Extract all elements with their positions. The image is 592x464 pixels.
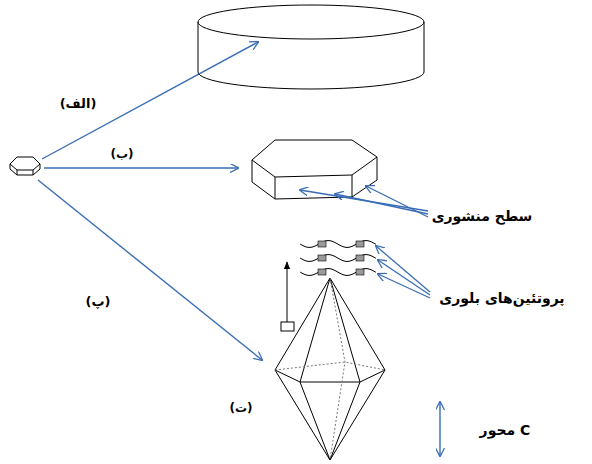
drawing-path [275,278,385,460]
drawing-line [424,22,425,72]
drawing-line [38,180,262,360]
drawing-polygon [10,157,40,170]
branch-label: (الف) [60,96,97,112]
drawing-line [439,402,440,456]
c-axis-arrow [439,402,440,456]
drawing-rect [318,255,326,261]
drawing-ellipse [198,5,424,39]
drawing-rect [318,269,326,275]
drawing-path [275,278,385,460]
branch-label: (پ) [86,294,111,310]
drawing-polygon [252,140,377,177]
drawing-path [275,278,385,460]
drawing-path [300,255,376,262]
prism-face-arrows [300,186,428,217]
drawing-line [42,42,258,159]
drawing-line [287,262,288,322]
drawing-path [198,72,424,89]
drawing-rect [356,255,364,261]
small-hexagon [10,157,40,175]
part-label: پروتئین‌های بلوری [439,290,564,307]
bipyramid [275,278,385,460]
branch-arrows [38,42,262,360]
cylinder [198,5,424,89]
hexagonal-prism [252,140,377,199]
drawing-rect [356,269,364,275]
drawing-rect [281,322,294,331]
part-label: سطح منشوری [432,208,533,225]
drawing-line [198,22,199,72]
drawing-path [10,164,40,175]
protein-arrows [376,246,430,298]
zoom-callout [281,262,294,331]
drawing-line [335,194,428,214]
drawing-path [300,241,376,248]
drawing-rect [318,241,326,247]
branch-label: (ت) [229,401,252,415]
crystal-proteins [300,241,376,276]
drawing-line [366,186,428,217]
axis-label: محور C [480,422,531,439]
drawing-line [378,274,430,298]
drawing-path [300,269,376,276]
drawing-line [44,167,238,168]
branch-label: (ب) [110,147,133,161]
drawing-rect [356,241,364,247]
